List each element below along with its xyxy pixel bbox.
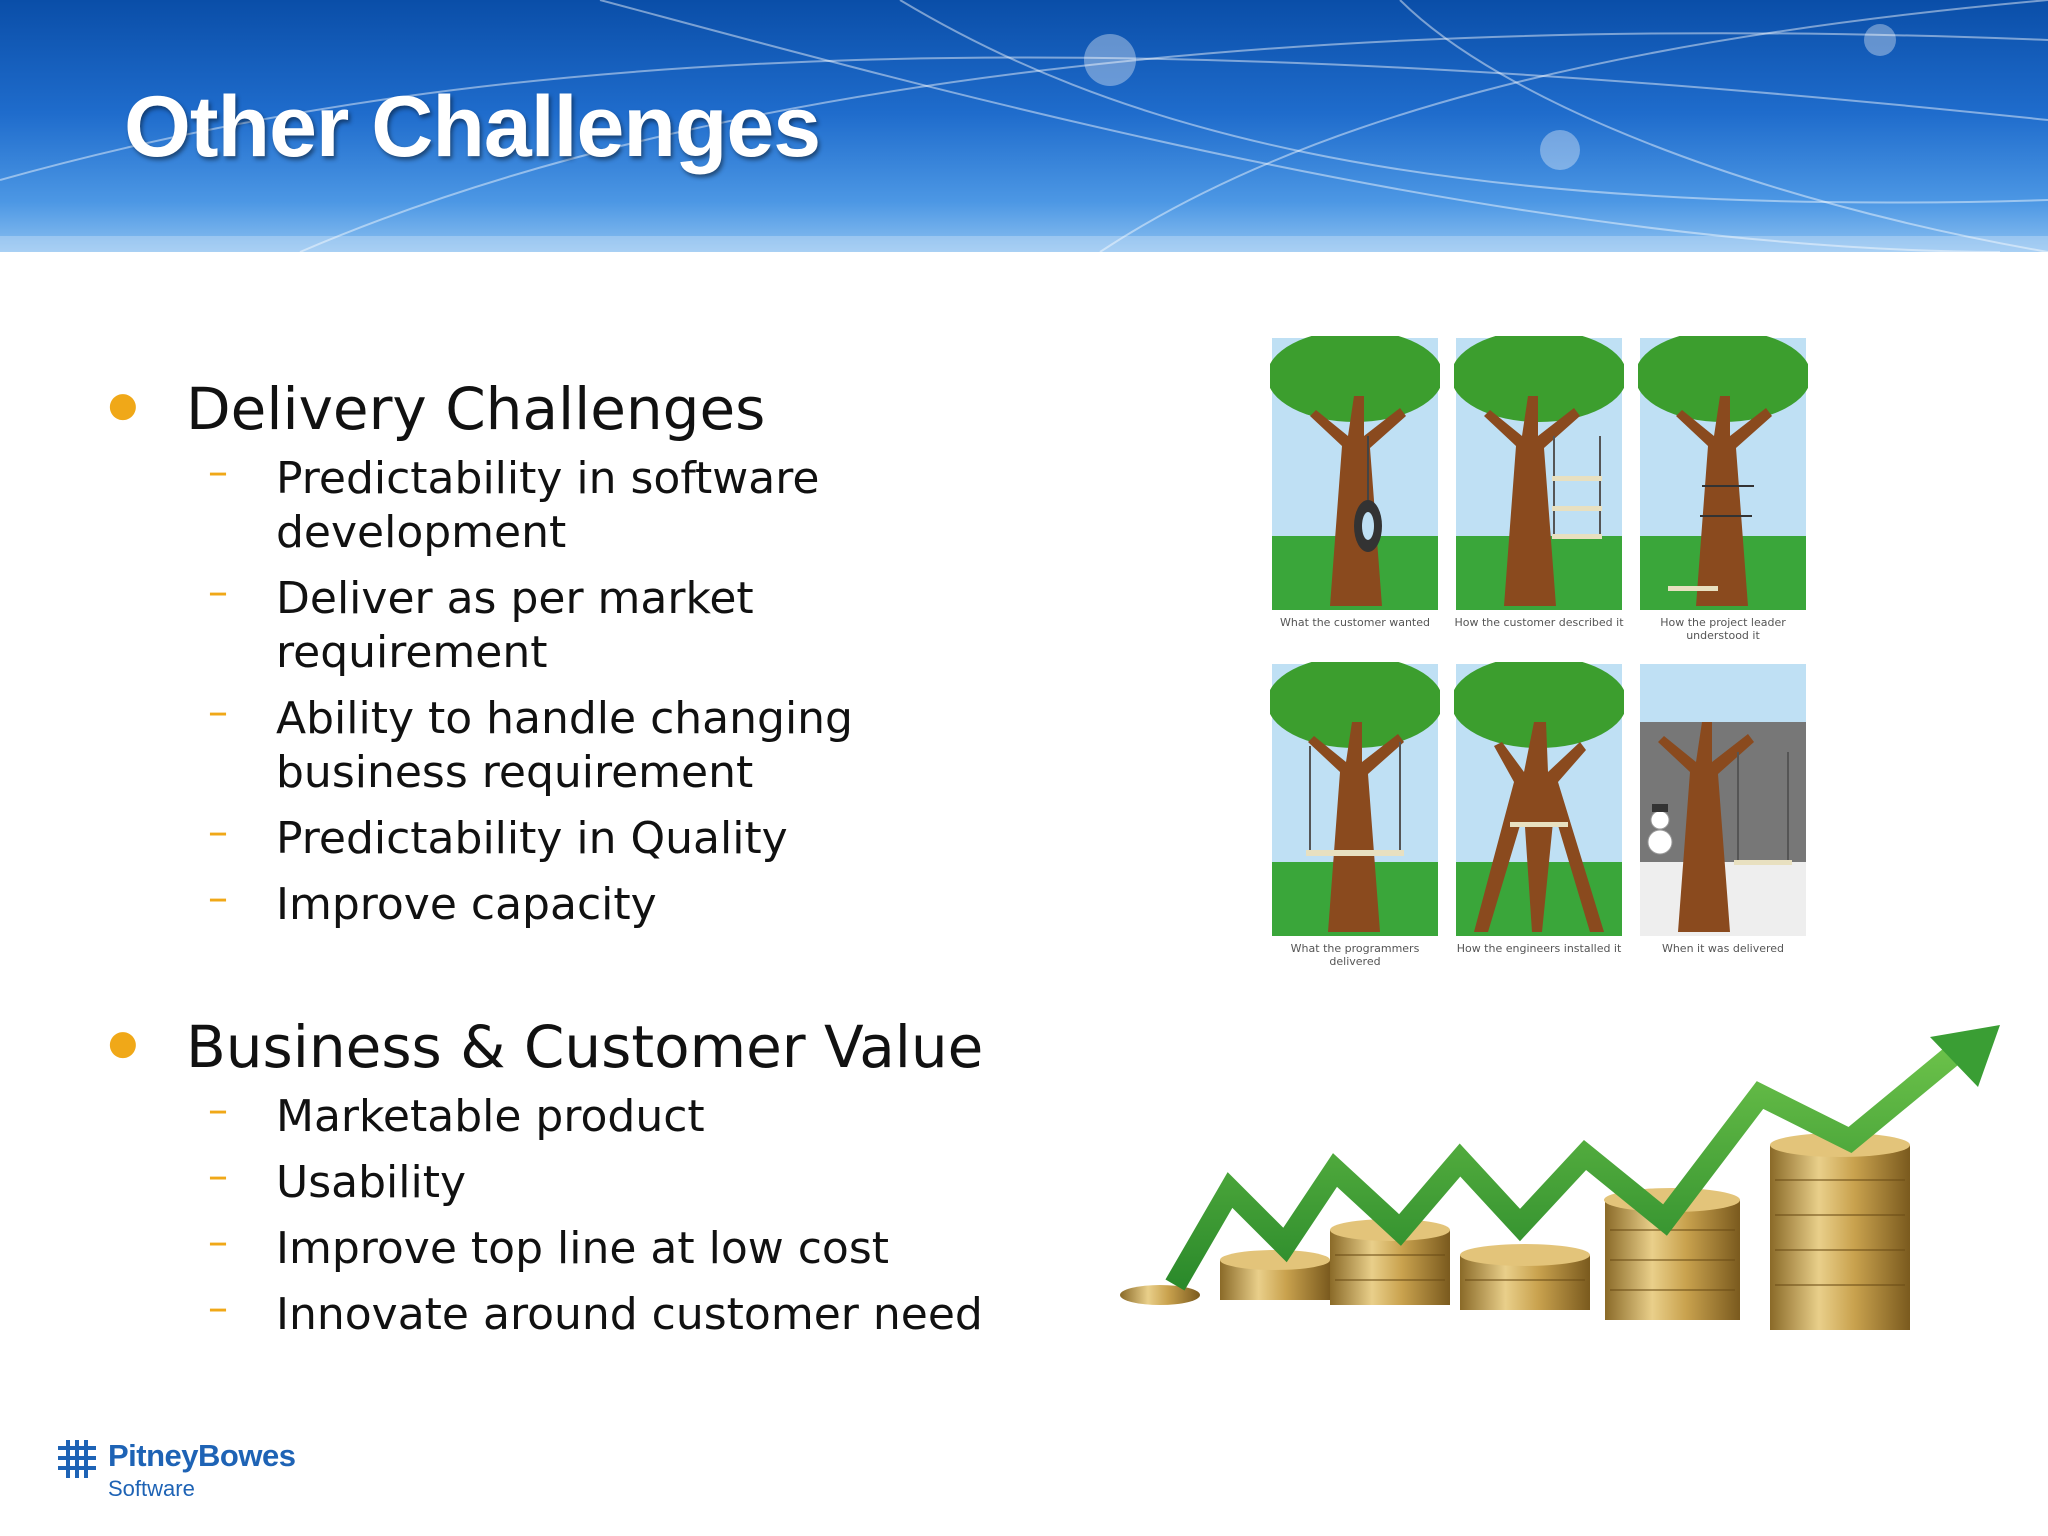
logo-subtitle: Software (108, 1476, 195, 1501)
comic-caption: How the project leader understood it (1660, 616, 1786, 642)
comic-panel (1454, 336, 1624, 612)
dash-icon: – (208, 569, 228, 615)
logo-mark-icon (58, 1440, 96, 1478)
comic-panel (1638, 336, 1808, 612)
list-item-text: Predictability in software (276, 453, 820, 504)
comic-panel (1454, 662, 1624, 938)
list-item-text: business requirement (276, 747, 754, 798)
growth-coins-graphic (1120, 1015, 2020, 1385)
section-heading: Business & Customer Value (186, 1013, 984, 1081)
comic-panel (1638, 662, 1808, 938)
list-item-text: Improve top line at low cost (276, 1223, 889, 1274)
banner-swoosh-graphic (0, 0, 2048, 252)
comic-caption: What the programmers delivered (1290, 942, 1420, 968)
dash-icon: – (208, 875, 228, 921)
comic-panel (1270, 662, 1440, 938)
list-item-text: requirement (276, 627, 548, 678)
section-heading: Delivery Challenges (186, 375, 766, 443)
tree-swing-comic: What the customer wanted How the custome… (1270, 336, 1820, 976)
bullet-dot-icon: ● (108, 385, 138, 425)
comic-caption: How the customer described it (1454, 616, 1624, 629)
dash-icon: – (208, 809, 228, 855)
comic-panel (1270, 336, 1440, 612)
dash-icon: – (208, 1153, 228, 1199)
dash-icon: – (208, 1087, 228, 1133)
dash-icon: – (208, 1219, 228, 1265)
list-item-text: Ability to handle changing (276, 693, 853, 744)
comic-caption: When it was delivered (1661, 942, 1785, 955)
pitney-bowes-logo: PitneyBowes Software (58, 1438, 318, 1508)
list-item-text: Deliver as per market (276, 573, 754, 624)
dash-icon: – (208, 1285, 228, 1331)
growth-arrow (1165, 1036, 1973, 1291)
list-item-text: development (276, 507, 567, 558)
list-item-text: Innovate around customer need (276, 1289, 983, 1340)
dash-icon: – (208, 689, 228, 735)
page-title: Other Challenges (124, 79, 821, 175)
list-item-text: Improve capacity (276, 879, 657, 930)
bullet-dot-icon: ● (108, 1023, 138, 1063)
comic-caption: What the customer wanted (1279, 616, 1430, 629)
list-item-text: Marketable product (276, 1091, 705, 1142)
header-banner: Other Challenges (0, 0, 2048, 252)
coin-stacks (1120, 1133, 1910, 1330)
list-item-text: Predictability in Quality (276, 813, 788, 864)
dash-icon: – (208, 449, 228, 495)
comic-caption: How the engineers installed it (1456, 942, 1622, 955)
logo-name: PitneyBowes (108, 1438, 296, 1473)
list-item-text: Usability (276, 1157, 466, 1208)
